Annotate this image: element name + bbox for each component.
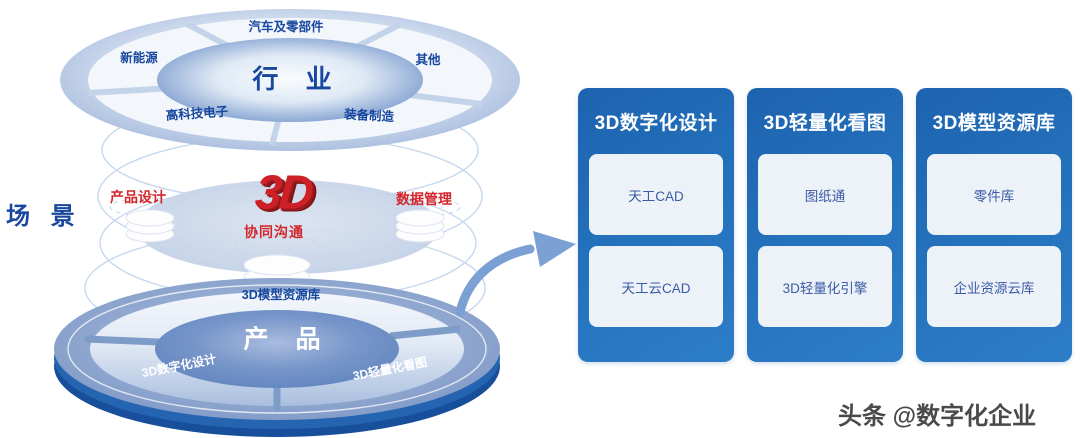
product-disc-title: 产 品 <box>243 325 331 354</box>
card-item: 天工CAD <box>589 154 723 235</box>
card-item: 3D轻量化引擎 <box>758 246 892 327</box>
flow-arrow-icon <box>455 231 576 317</box>
industry-disc <box>60 9 520 151</box>
3d-logo: 3D <box>253 166 313 220</box>
watermark-text: 头条 @数字化企业 <box>838 403 1037 430</box>
scene-collab-label: 协同沟通 <box>244 224 304 240</box>
card-item: 零件库 <box>927 154 1061 235</box>
card-item-label: 3D轻量化引擎 <box>782 280 868 296</box>
product-seg-model-library: 3D模型资源库 <box>241 287 321 302</box>
card-item: 天工云CAD <box>589 246 723 327</box>
card-title: 3D模型资源库 <box>932 112 1056 134</box>
card-item-label: 图纸通 <box>804 188 846 204</box>
card-lightweight-view: 3D轻量化看图 图纸通 3D轻量化引擎 <box>747 88 903 362</box>
industry-seg-auto-parts: 汽车及零部件 <box>248 19 324 34</box>
disc-stack-left <box>109 197 191 243</box>
solution-cards: 3D数字化设计 天工CAD 天工云CAD 3D轻量化看图 图纸通 3D轻量化引擎… <box>578 88 1072 362</box>
card-item-label: 企业资源云库 <box>953 280 1035 296</box>
scene-platter <box>136 180 440 274</box>
card-item: 图纸通 <box>758 154 892 235</box>
card-title: 3D轻量化看图 <box>763 112 887 134</box>
card-digital-design: 3D数字化设计 天工CAD 天工云CAD <box>578 88 734 362</box>
card-title: 3D数字化设计 <box>594 112 718 134</box>
card-item-label: 天工云CAD <box>621 280 691 296</box>
scene-product-design-label: 产品设计 <box>110 189 166 205</box>
scene-data-mgmt-label: 数据管理 <box>396 191 452 207</box>
scene-axis-label: 场 景 <box>6 203 82 230</box>
industry-seg-other: 其他 <box>415 52 441 67</box>
card-model-library: 3D模型资源库 零件库 企业资源云库 <box>916 88 1072 362</box>
card-item-label: 天工CAD <box>628 188 684 204</box>
funnel-diagram-art <box>54 9 576 437</box>
card-item: 企业资源云库 <box>927 246 1061 327</box>
industry-disc-title: 行 业 <box>252 64 342 94</box>
industry-seg-new-energy: 新能源 <box>120 50 158 65</box>
card-item-label: 零件库 <box>973 188 1015 204</box>
disc-stack-right <box>379 197 461 243</box>
product-disc <box>54 278 500 437</box>
industry-seg-equipment: 装备制造 <box>343 107 395 125</box>
